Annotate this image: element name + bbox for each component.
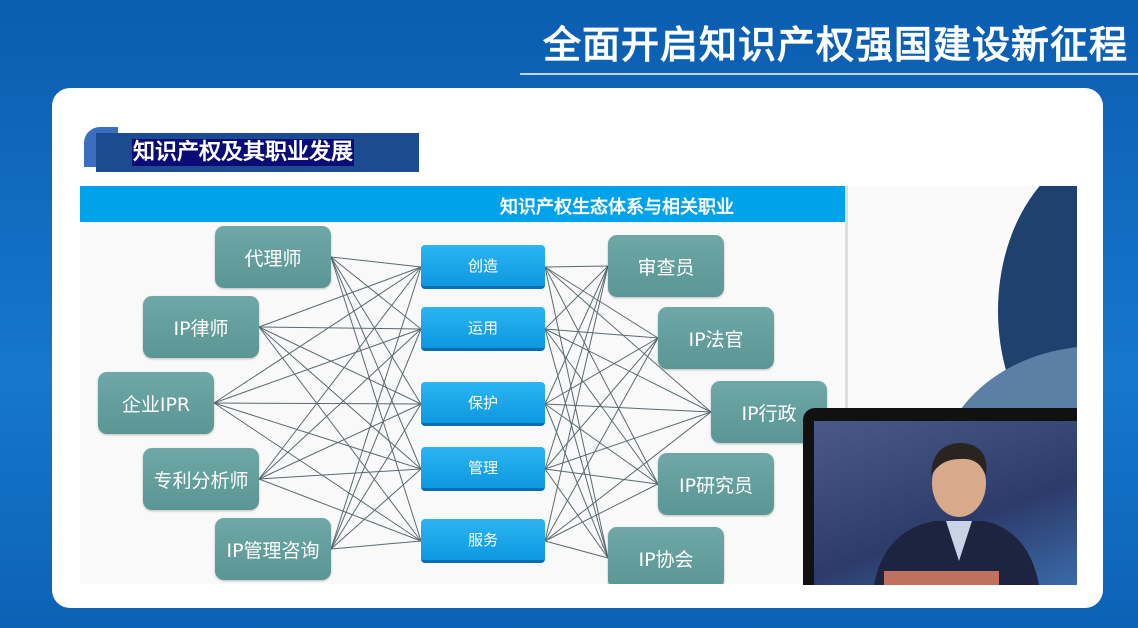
career-node: IP管理咨询 (215, 518, 331, 580)
connector (330, 540, 422, 550)
connector (544, 328, 609, 559)
connector (544, 403, 712, 413)
connector (544, 265, 609, 470)
connector (544, 266, 659, 339)
career-node: IP研究员 (658, 453, 774, 515)
section-title: 知识产权及其职业发展 (132, 139, 355, 166)
connector (213, 328, 422, 404)
diagram-header (80, 186, 845, 222)
stage-node: 服务 (421, 519, 545, 563)
connection-lines (213, 256, 712, 559)
connector (544, 468, 609, 559)
title-divider (520, 73, 1138, 75)
connector (544, 328, 659, 485)
connector (544, 540, 609, 559)
connector (213, 402, 422, 542)
connector (330, 256, 422, 330)
connector (544, 411, 712, 542)
speaker-video (803, 408, 1077, 585)
connector (258, 266, 422, 480)
connector (258, 266, 422, 328)
connector (544, 266, 712, 413)
connector (330, 266, 422, 550)
connector (258, 326, 422, 470)
connector (544, 337, 659, 542)
connector (258, 478, 422, 542)
connector (544, 265, 609, 542)
stage-node: 管理 (421, 447, 545, 491)
connector (213, 402, 422, 470)
connector (330, 468, 422, 550)
connector (258, 326, 422, 405)
connector (544, 266, 609, 559)
connector (544, 328, 659, 339)
career-node: IP法官 (658, 307, 774, 369)
connector (213, 402, 422, 405)
connector (544, 266, 659, 485)
connector (544, 265, 609, 405)
connector (544, 483, 659, 542)
connector (544, 403, 659, 485)
connector (258, 326, 422, 330)
connector (544, 328, 712, 413)
connector (330, 256, 422, 405)
connector (544, 265, 609, 268)
connector (544, 337, 659, 405)
connector (544, 337, 659, 470)
career-node: IP协会 (608, 527, 724, 584)
speaker-image (874, 443, 1039, 585)
connector (213, 266, 422, 404)
career-node: 企业IPR (98, 372, 214, 434)
connector (258, 468, 422, 480)
connector (544, 468, 659, 485)
connector (330, 256, 422, 542)
connector (544, 403, 609, 559)
ecosystem-diagram: 知识产权生态体系与相关职业 代理师 IP律师企业IPR 专利分析师 IP管理咨询 创造运… (80, 186, 848, 584)
connector (258, 403, 422, 480)
diagram-title: 知识产权生态体系与相关职业 (500, 197, 734, 218)
connector (258, 326, 422, 542)
connector (330, 256, 422, 470)
decorative-circles (848, 186, 1077, 408)
slide-title: 全面开启知识产权强国建设新征程 (542, 23, 1128, 67)
career-node: IP律师 (143, 296, 259, 358)
stage-node: 保护 (421, 382, 545, 426)
connector (258, 328, 422, 480)
career-node: 审查员 (608, 235, 724, 297)
connector (330, 256, 422, 268)
connector (544, 411, 712, 470)
connector (330, 328, 422, 550)
stage-node: 创造 (421, 245, 545, 289)
career-node: 专利分析师 (143, 448, 259, 510)
stage-node: 运用 (421, 307, 545, 351)
career-node: 代理师 (215, 226, 331, 288)
connector (544, 265, 609, 330)
connector (330, 403, 422, 550)
